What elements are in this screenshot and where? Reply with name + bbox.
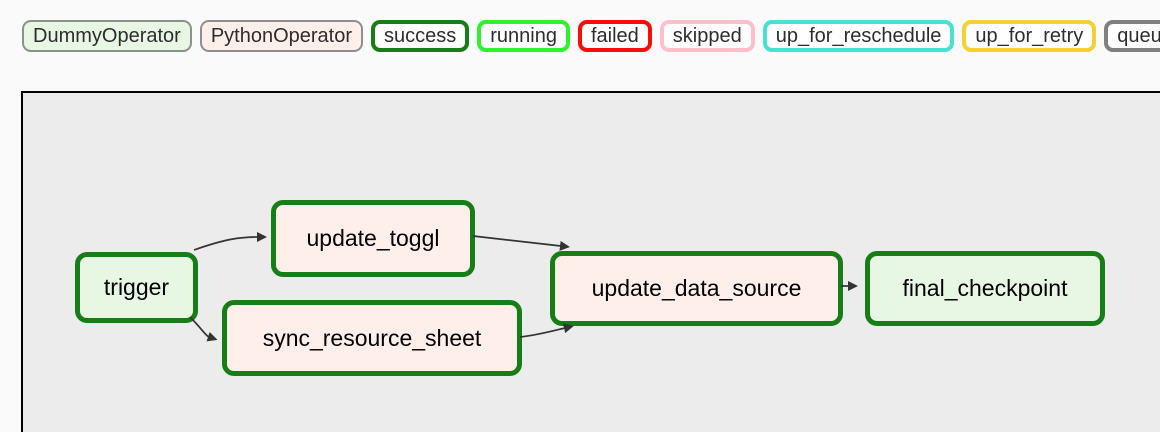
- dag-graph-canvas[interactable]: trigger update_toggl sync_resource_sheet up…: [21, 91, 1160, 432]
- legend-status-badge: up_for_retry: [962, 20, 1097, 52]
- task-node-trigger[interactable]: trigger: [75, 252, 198, 323]
- legend-operator-badge: DummyOperator: [22, 20, 192, 52]
- legend-status-badge: failed: [577, 20, 652, 52]
- task-node-update_data_source[interactable]: update_data_source: [550, 251, 843, 326]
- task-node-update_toggl[interactable]: update_toggl: [271, 200, 475, 277]
- legend-status-badge: success: [371, 20, 470, 52]
- task-node-sync_resource_sheet[interactable]: sync_resource_sheet: [222, 300, 522, 376]
- task-node-final_checkpoint[interactable]: final_checkpoint: [865, 251, 1105, 326]
- legend-operator-badge: PythonOperator: [199, 20, 364, 52]
- legend-status-badge: skipped: [659, 20, 755, 52]
- legend-status-badge: up_for_reschedule: [762, 20, 955, 52]
- legend-status-badge: queued: [1104, 20, 1160, 52]
- legend-status-badge: running: [477, 20, 570, 52]
